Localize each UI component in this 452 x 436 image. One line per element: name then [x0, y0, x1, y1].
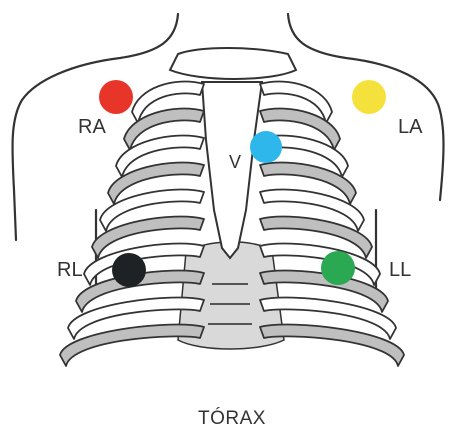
electrode-rl	[112, 253, 146, 287]
electrode-ra	[99, 80, 133, 114]
manubrium-top	[170, 48, 296, 79]
label-ll: LL	[389, 260, 411, 280]
rib-right-10	[60, 325, 204, 366]
caption-torax: TÓRAX	[198, 409, 266, 428]
label-la: LA	[398, 117, 422, 137]
label-rl: RL	[57, 260, 83, 280]
electrode-la	[352, 80, 386, 114]
electrode-v	[250, 131, 282, 163]
electrode-ll	[321, 251, 355, 285]
label-v: V	[229, 153, 241, 171]
rib-left-10	[260, 325, 404, 366]
label-ra: RA	[78, 117, 106, 137]
